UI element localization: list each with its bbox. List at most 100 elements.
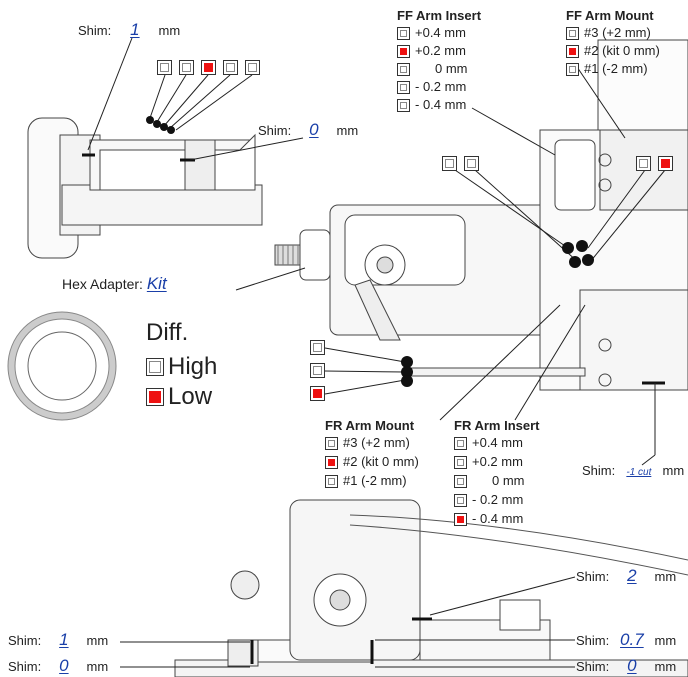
top-selector-3[interactable] (201, 60, 216, 75)
center-right-selector-1[interactable] (636, 156, 651, 171)
shim-label: Shim: (576, 659, 610, 674)
checkbox-icon[interactable] (454, 474, 467, 488)
option-label: - 0.2 mm (415, 79, 467, 94)
shim-label: Shim: (582, 463, 616, 478)
shim-top-mid-value[interactable]: 0 (309, 120, 319, 139)
unit-label: mm (86, 659, 109, 674)
unit-label: mm (86, 633, 109, 648)
fr-arm-insert-option[interactable]: +0.2 mm (454, 454, 523, 470)
option-label: +0.2 mm (472, 454, 523, 469)
shim-right-mid-value[interactable]: -1 cut (626, 467, 652, 478)
fr-arm-insert-option[interactable]: 0 mm (454, 473, 525, 489)
ff-arm-insert-option[interactable]: +0.2 mm (397, 43, 466, 59)
checkbox-icon[interactable] (325, 436, 338, 450)
shim-right-mid: Shim: -1 cut mm (582, 463, 684, 481)
option-label: +0.4 mm (415, 25, 466, 40)
ff-arm-insert-option[interactable]: 0 mm (397, 61, 468, 77)
shim-bottom-right-3: Shim: 0 mm (576, 656, 677, 675)
top-selector-2[interactable] (179, 60, 194, 75)
center-right-selector-2[interactable] (658, 156, 673, 171)
shim-bottom-left-1-value[interactable]: 1 (59, 630, 69, 649)
top-selector-5[interactable] (245, 60, 260, 75)
diff-option-low[interactable]: Low (146, 383, 212, 411)
checkbox-icon[interactable] (325, 474, 338, 488)
center-left-selector-2[interactable] (464, 156, 479, 171)
option-label: - 0.2 mm (472, 492, 524, 507)
fr-arm-insert-option[interactable]: - 0.2 mm (454, 492, 523, 508)
diff-option-label: Low (168, 383, 213, 410)
shim-bottom-left-1: Shim: 1 mm (8, 630, 109, 649)
shim-top-mid: Shim: 0 mm (258, 120, 359, 139)
shim-bottom-left-2-value[interactable]: 0 (59, 656, 69, 675)
option-label: +0.2 mm (415, 43, 466, 58)
checkbox-icon[interactable] (566, 26, 579, 40)
option-label: +0.4 mm (472, 435, 523, 450)
hex-adapter-label: Hex Adapter: (62, 276, 143, 292)
fr-arm-mount-title: FR Arm Mount (325, 418, 415, 433)
shim-bottom-right-2-value[interactable]: 0.7 (620, 630, 644, 649)
fr-arm-insert-option[interactable]: - 0.4 mm (454, 511, 523, 527)
option-label: #2 (kit 0 mm) (584, 43, 660, 58)
shim-label: Shim: (8, 659, 42, 674)
checkbox-icon[interactable] (454, 512, 467, 526)
checkbox-icon[interactable] (397, 62, 410, 76)
shim-bottom-right-2: Shim: 0.7 mm (576, 630, 677, 649)
checkbox-icon[interactable] (454, 436, 467, 450)
checkbox-icon[interactable] (397, 44, 410, 58)
unit-label: mm (654, 659, 677, 674)
shim-bottom-right-1-value[interactable]: 2 (627, 566, 637, 585)
left-selector-3[interactable] (310, 386, 325, 401)
ff-arm-mount-option[interactable]: #1 (-2 mm) (566, 61, 648, 77)
option-label: #1 (-2 mm) (343, 473, 407, 488)
top-selector-4[interactable] (223, 60, 238, 75)
checkbox-icon[interactable] (454, 455, 467, 469)
checkbox-icon[interactable] (566, 44, 579, 58)
shim-label: Shim: (8, 633, 42, 648)
checkbox-icon[interactable] (566, 62, 579, 76)
ff-arm-insert-option[interactable]: - 0.2 mm (397, 79, 466, 95)
left-selector-1[interactable] (310, 340, 325, 355)
checkbox-icon[interactable] (397, 26, 410, 40)
diff-option-label: High (168, 353, 218, 380)
diff-option-high[interactable]: High (146, 353, 217, 381)
unit-label: mm (654, 633, 677, 648)
diff-title: Diff. (146, 319, 189, 346)
option-label: #1 (-2 mm) (584, 61, 648, 76)
option-label: #3 (+2 mm) (584, 25, 651, 40)
checkbox-icon[interactable] (146, 388, 164, 406)
checkbox-icon[interactable] (397, 98, 410, 112)
fr-arm-mount-option[interactable]: #1 (-2 mm) (325, 473, 407, 489)
checkbox-icon[interactable] (325, 455, 338, 469)
shim-bottom-right-1: Shim: 2 mm (576, 566, 677, 585)
shim-top-left: Shim: 1 mm (78, 20, 181, 39)
ff-arm-mount-option[interactable]: #3 (+2 mm) (566, 25, 651, 41)
shim-bottom-right-3-value[interactable]: 0 (627, 656, 637, 675)
option-label: 0 mm (492, 473, 525, 488)
ff-arm-mount-title: FF Arm Mount (566, 8, 654, 23)
shim-bottom-left-2: Shim: 0 mm (8, 656, 109, 675)
fr-arm-mount-option[interactable]: #3 (+2 mm) (325, 435, 410, 451)
unit-label: mm (158, 23, 181, 38)
shim-top-left-value[interactable]: 1 (130, 20, 140, 39)
hex-adapter: Hex Adapter: Kit (62, 274, 202, 293)
checkbox-icon[interactable] (454, 493, 467, 507)
unit-label: mm (662, 463, 685, 478)
ff-arm-mount-option[interactable]: #2 (kit 0 mm) (566, 43, 660, 59)
fr-arm-mount-option[interactable]: #2 (kit 0 mm) (325, 454, 419, 470)
checkbox-icon[interactable] (397, 80, 410, 94)
option-label: #3 (+2 mm) (343, 435, 410, 450)
unit-label: mm (336, 123, 359, 138)
fr-arm-insert-option[interactable]: +0.4 mm (454, 435, 523, 451)
top-selector-1[interactable] (157, 60, 172, 75)
option-label: - 0.4 mm (472, 511, 524, 526)
ff-arm-insert-option[interactable]: +0.4 mm (397, 25, 466, 41)
option-label: - 0.4 mm (415, 97, 467, 112)
checkbox-icon[interactable] (146, 358, 164, 376)
center-left-selector-1[interactable] (442, 156, 457, 171)
unit-label: mm (654, 569, 677, 584)
shim-label: Shim: (78, 23, 112, 38)
ff-arm-insert-option[interactable]: - 0.4 mm (397, 97, 466, 113)
hex-adapter-value[interactable]: Kit (146, 274, 167, 293)
left-selector-2[interactable] (310, 363, 325, 378)
option-label: #2 (kit 0 mm) (343, 454, 419, 469)
